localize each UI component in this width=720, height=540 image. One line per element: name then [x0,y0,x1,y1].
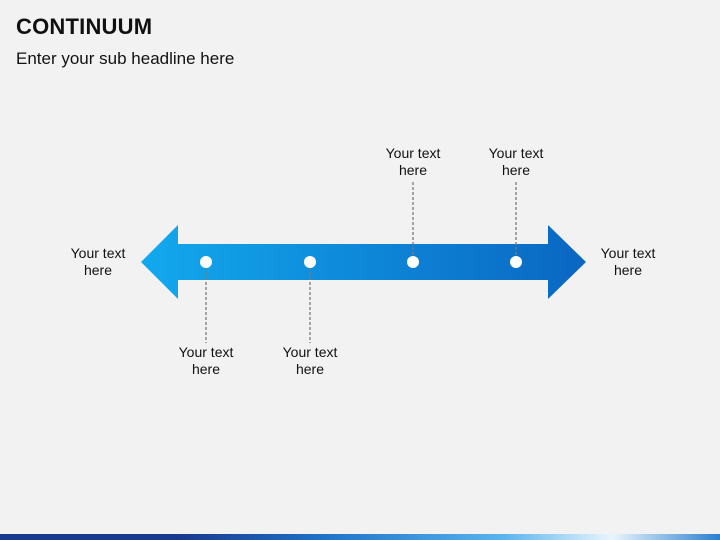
marker-label-4: Your text here [488,145,544,178]
left-end-label: Your text here [70,245,126,278]
marker-label-1: Your text here [178,344,234,377]
marker-dot-3 [407,256,419,268]
marker-label-3: Your text here [385,145,441,178]
footer-accent-bar [0,534,720,540]
marker-label-2: Your text here [282,344,338,377]
slide-title: CONTINUUM [16,14,153,39]
slide-subtitle: Enter your sub headline here [16,49,235,68]
right-end-label: Your text here [600,245,656,278]
marker-dot-1 [200,256,212,268]
marker-dot-2 [304,256,316,268]
marker-dot-4 [510,256,522,268]
double-arrow [141,225,586,299]
